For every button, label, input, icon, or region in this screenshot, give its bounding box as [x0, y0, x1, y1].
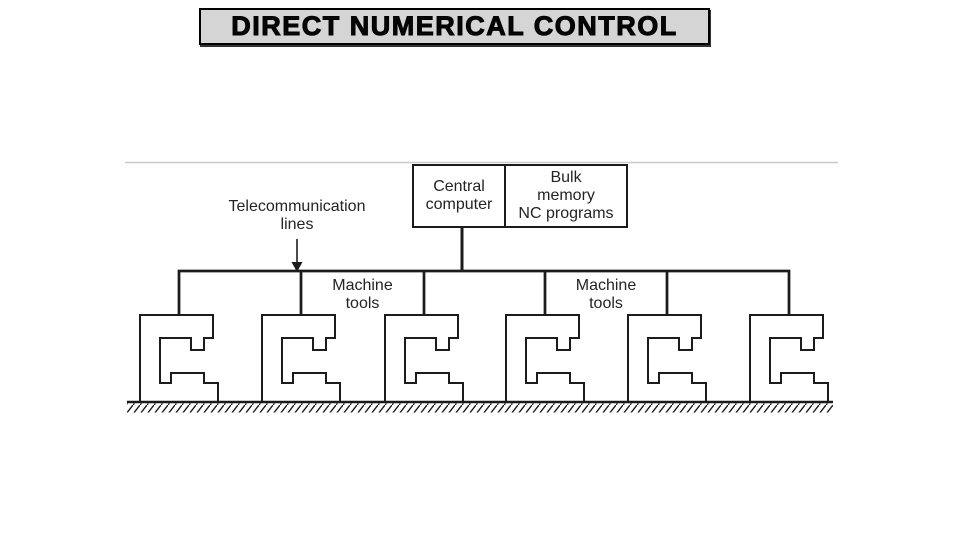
machine-tool-icon-4 [505, 314, 585, 403]
machine-tools-label-left: Machine tools [301, 277, 424, 313]
telecommunication-lines-label: Telecommunication lines [217, 198, 377, 234]
telecom-bus-line [177, 269, 791, 315]
machine-tools-left-line: Machine [332, 277, 393, 294]
central-computer-label: Central computer [413, 178, 505, 214]
central-computer-box [412, 164, 506, 228]
bulk-memory-label: Bulk memory NC programs [505, 169, 627, 223]
telecom-label-line: lines [280, 216, 314, 233]
machine-drop-lines [299, 271, 669, 315]
bulk-memory-label-line: memory [537, 187, 595, 204]
central-computer-label-line: Central [433, 178, 485, 195]
central-computer-label-line: computer [425, 196, 493, 213]
bulk-memory-label-line: NC programs [518, 205, 614, 222]
bulk-memory-label-line: Bulk [550, 169, 582, 186]
machine-tool-icon-5 [627, 314, 707, 403]
machine-tools-right-line: Machine [575, 277, 637, 294]
machine-tool-icon-3 [384, 314, 464, 403]
machine-tool-icon-1 [139, 314, 219, 403]
machine-tools-left-line: tools [345, 295, 380, 312]
machine-tools-right-line: tools [589, 295, 623, 312]
machine-tool-icon-6 [749, 314, 829, 403]
machine-tools-label-right: Machine tools [545, 277, 667, 313]
bulk-memory-box [504, 164, 628, 228]
hatched-ground-icon [127, 403, 833, 413]
title-box: DIRECT NUMERICAL CONTROL [199, 8, 710, 45]
slide-title: DIRECT NUMERICAL CONTROL [231, 11, 678, 42]
telecom-arrowhead-icon [291, 262, 303, 272]
telecom-label-line: Telecommunication [228, 198, 366, 215]
machine-tool-icon-2 [261, 314, 341, 403]
